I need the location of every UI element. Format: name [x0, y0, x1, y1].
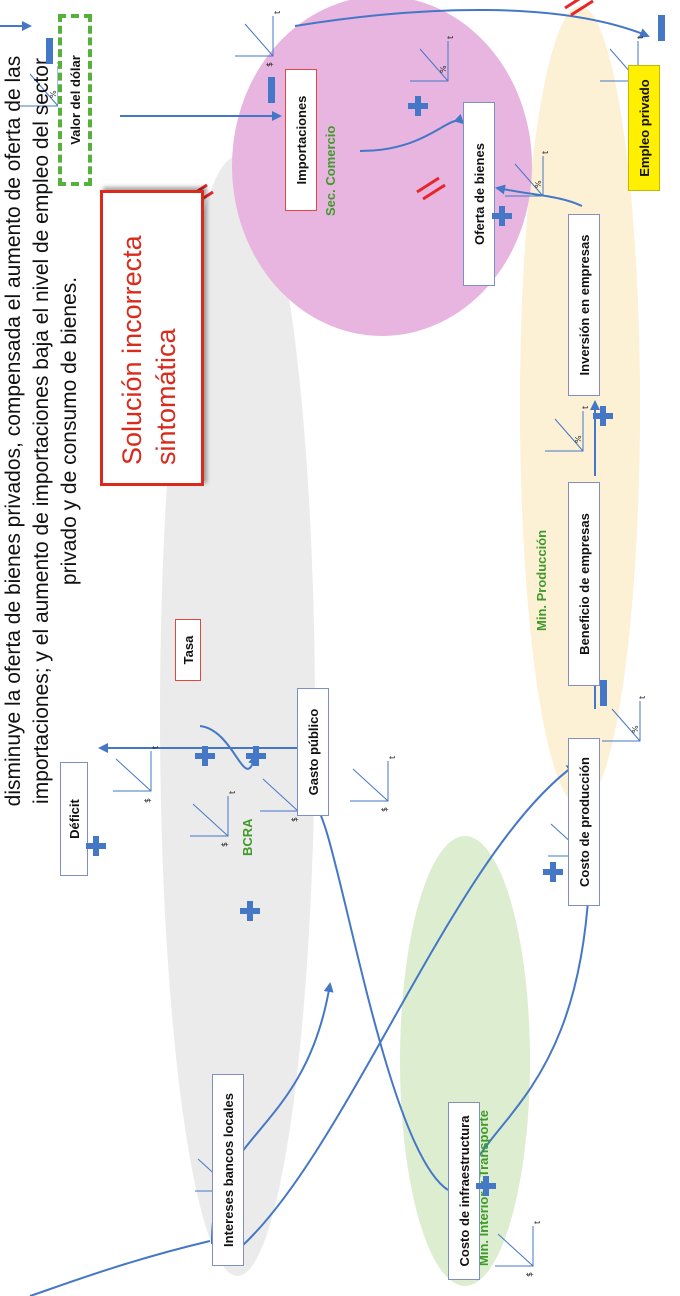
callout-line-2: sintomática: [151, 328, 181, 465]
node-intereses-bancos: Intereses bancos locales: [212, 1074, 244, 1266]
graph-label-time: t: [273, 11, 282, 14]
link-intereses-to-costo-prod: [241, 763, 577, 1247]
node-tasa: Tasa: [175, 619, 201, 681]
graph-label-percent: %: [439, 65, 448, 73]
polarity-plus-costo-prod: [543, 862, 563, 882]
graph-label-time: t: [388, 756, 397, 759]
node-valor-dolar: Valor del dólar: [58, 14, 92, 186]
graph-label-time: t: [533, 1221, 542, 1224]
graph-label-time: t: [151, 746, 160, 749]
graph-label-time: t: [581, 406, 590, 409]
node-gasto-publico: Gasto público: [297, 688, 329, 816]
graph-label-time: t: [446, 36, 455, 39]
polarity-minus-beneficio: [600, 680, 607, 706]
polarity-plus-tasa: [195, 746, 215, 766]
link-importaciones-to-oferta: [359, 113, 465, 152]
solution-callout: Solución incorrecta sintomática: [100, 190, 204, 486]
graph-label-percent: %: [631, 725, 640, 733]
link-inversion-to-oferta: [495, 184, 583, 207]
polarity-plus-gasto-in: [246, 746, 266, 766]
label-sec-comercio: Sec. Comercio: [323, 125, 338, 216]
description-line-2: importaciones; y el aumento de importaci…: [30, 58, 53, 804]
description-line-1: disminuye la oferta de bienes privados, …: [2, 55, 25, 807]
node-oferta-bienes: Oferta de bienes: [463, 102, 495, 286]
polarity-plus-inversion: [593, 406, 613, 426]
graph-label-percent: %: [574, 435, 583, 443]
node-importaciones: Importaciones: [285, 69, 317, 211]
graph-label-money: $: [380, 807, 389, 812]
graph-label-time: t: [228, 791, 237, 794]
label-bcra: BCRA: [240, 818, 255, 856]
graph-label-money: $: [265, 62, 274, 67]
node-beneficio-empresas: Beneficio de empresas: [568, 482, 600, 686]
polarity-minus-empleo: [658, 15, 665, 41]
delay-marks: [184, 0, 594, 208]
label-min-produccion: Min. Producción: [534, 529, 549, 631]
graph-label-money: $: [290, 817, 299, 822]
node-empleo-privado: Empleo privado: [628, 65, 660, 191]
polarity-minus-dolar: [46, 38, 53, 64]
link-left-curve: [29, 1240, 211, 1296]
graph-label-time: t: [638, 696, 647, 699]
graph-label-money: $: [143, 798, 152, 803]
node-inversion-empresas: Inversión en empresas: [568, 214, 600, 396]
polarity-plus-intereses-gasto: [240, 901, 260, 921]
polarity-plus-oferta-inv: [492, 206, 512, 226]
graph-label-money: $: [220, 842, 229, 847]
graph-label-time: t: [541, 151, 550, 154]
polarity-plus-oferta-imp: [408, 96, 428, 116]
node-costo-produccion: Costo de producción: [568, 738, 600, 906]
graph-label-money: $: [525, 1272, 534, 1277]
link-costo-infra-to-gasto: [311, 799, 449, 1191]
graph-label-percent: %: [49, 90, 58, 98]
node-deficit: Déficit: [60, 762, 88, 876]
polarity-plus-deficit: [86, 836, 106, 856]
graph-label-time: t: [636, 36, 645, 39]
graph-label-percent: %: [534, 180, 543, 188]
polarity-plus-infra: [476, 1176, 496, 1196]
polarity-minus-importaciones: [268, 77, 275, 103]
callout-line-1: Solución incorrecta: [117, 235, 147, 465]
link-importaciones-to-empleo: [294, 9, 650, 38]
